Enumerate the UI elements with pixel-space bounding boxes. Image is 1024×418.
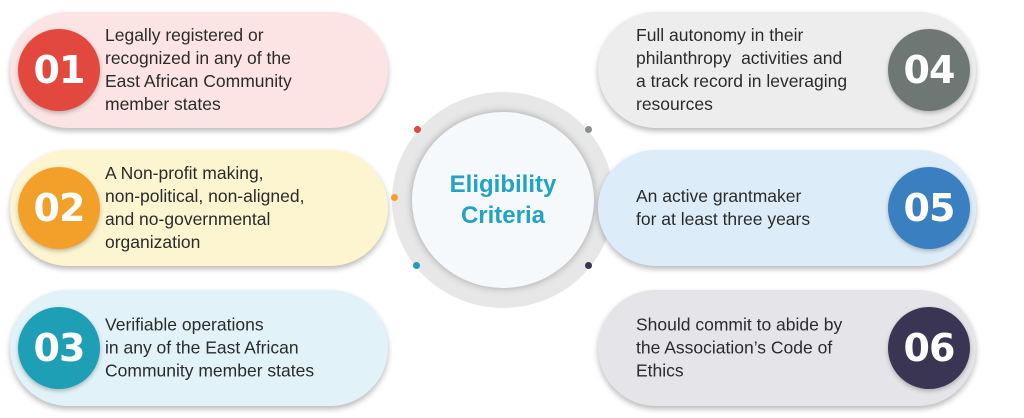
connector-dot-01 <box>414 126 421 133</box>
criterion-03-line-3: Community member states <box>105 360 315 381</box>
connector-dot-02 <box>391 194 398 201</box>
criterion-06-line-3: Ethics <box>636 360 684 381</box>
center-title-line-2: Criteria <box>460 202 546 229</box>
criterion-card-06: Should commit to abide by the Associatio… <box>598 290 976 406</box>
criterion-05-line-2: for at least three years <box>636 209 811 229</box>
connector-dot-04 <box>585 126 592 133</box>
number-badge-01: 01 <box>18 29 100 111</box>
criterion-text-05: An active grantmaker for at least three … <box>636 185 886 231</box>
criterion-02-line-3: and no-governmental <box>105 209 271 229</box>
criterion-01-line-4: member states <box>105 94 221 114</box>
connector-dot-03 <box>413 262 420 269</box>
criterion-04-line-1: Full autonomy in their <box>636 25 804 45</box>
criterion-03-line-2: in any of the East African <box>105 337 299 358</box>
criterion-04-line-2: philanthropy activities and <box>636 48 843 68</box>
criterion-04-line-3: a track record in leveraging <box>636 71 848 91</box>
criterion-card-05: An active grantmaker for at least three … <box>598 150 976 266</box>
criterion-text-04: Full autonomy in their philanthropy acti… <box>636 24 886 116</box>
criterion-01-line-2: recognized in any of the <box>105 48 291 68</box>
criterion-card-01: 01 Legally registered or recognized in a… <box>10 12 388 128</box>
criterion-01-line-1: Legally registered or <box>105 25 264 45</box>
center-hub-inner: Eligibility Criteria <box>412 112 594 288</box>
connector-dot-06 <box>585 262 592 269</box>
criterion-06-line-1: Should commit to abide by <box>636 314 843 335</box>
criterion-card-02: 02 A Non-profit making, non-political, n… <box>10 150 388 266</box>
criterion-card-03: 03 Verifiable operations in any of the E… <box>10 290 388 406</box>
criterion-text-06: Should commit to abide by the Associatio… <box>636 314 886 383</box>
criterion-04-line-4: resources <box>636 94 713 114</box>
center-title-line-1: Eligibility <box>449 171 557 198</box>
number-badge-02: 02 <box>18 167 100 249</box>
criterion-02-line-1: A Non-profit making, <box>105 163 264 183</box>
number-badge-06: 06 <box>888 307 970 389</box>
number-badge-04: 04 <box>888 29 970 111</box>
criterion-02-line-2: non-political, non-aligned, <box>105 186 305 206</box>
number-badge-03: 03 <box>18 307 100 389</box>
criterion-text-02: A Non-profit making, non-political, non-… <box>105 162 375 254</box>
criterion-card-04: Full autonomy in their philanthropy acti… <box>598 12 976 128</box>
criterion-text-03: Verifiable operations in any of the East… <box>105 314 375 383</box>
number-badge-05: 05 <box>888 167 970 249</box>
criterion-01-line-3: East African Community <box>105 71 292 91</box>
criterion-06-line-2: the Association’s Code of <box>636 337 833 358</box>
criterion-02-line-4: organization <box>105 232 201 252</box>
criterion-05-line-1: An active grantmaker <box>636 186 802 206</box>
center-hub: Eligibility Criteria <box>392 92 614 308</box>
criterion-03-line-1: Verifiable operations <box>105 314 264 335</box>
criterion-text-01: Legally registered or recognized in any … <box>105 24 375 116</box>
